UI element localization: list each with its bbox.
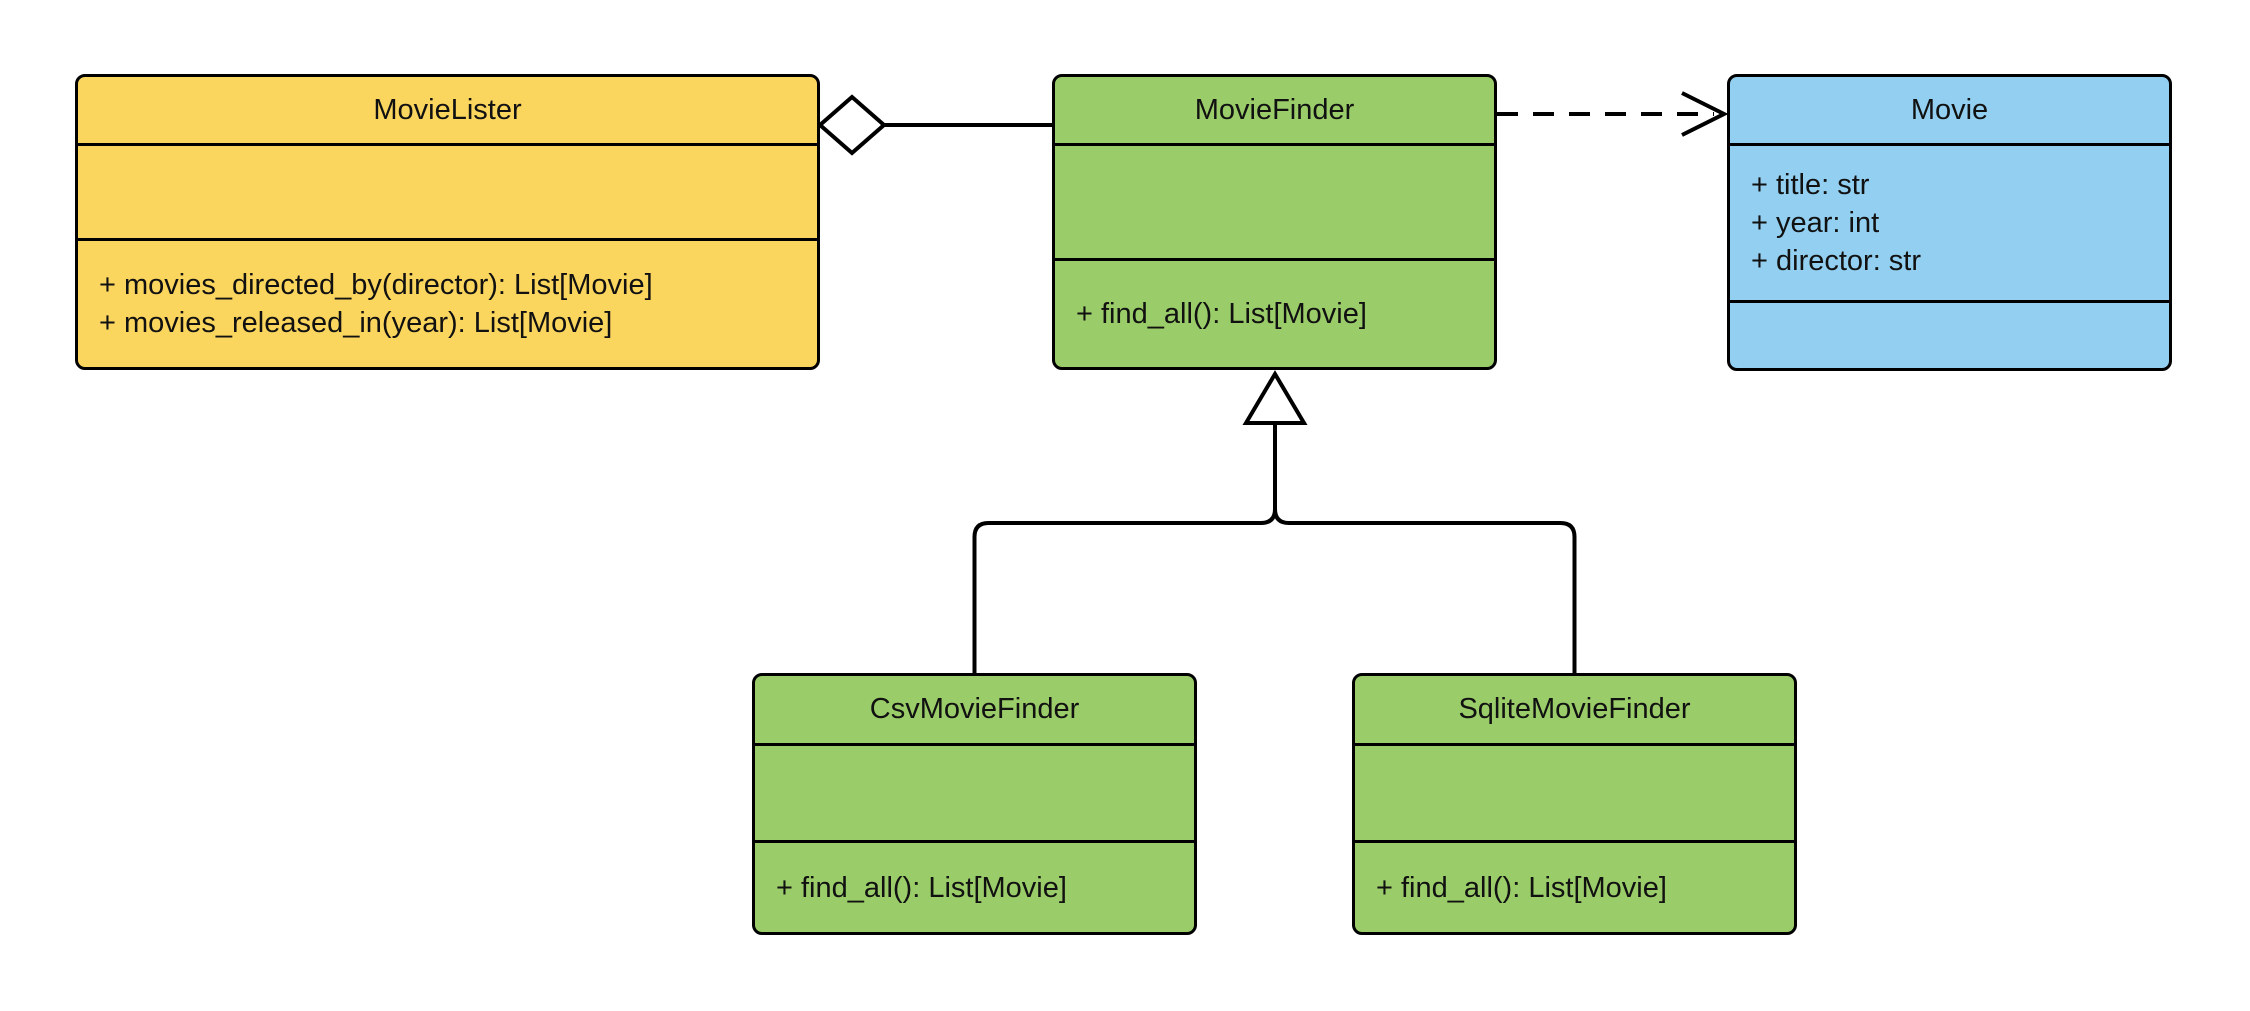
class-box-csvmoviefinder: CsvMovieFinder + find_all(): List[Movie]: [752, 673, 1197, 935]
class-attributes: [1055, 143, 1494, 258]
class-member: + find_all(): List[Movie]: [776, 871, 1067, 904]
aggregation-connector: [816, 94, 1052, 156]
dependency-connector: [1497, 91, 1729, 137]
class-methods: + movies_directed_by(director): List[Mov…: [78, 238, 817, 367]
class-member: + director: str: [1751, 245, 1922, 277]
class-methods: + find_all(): List[Movie]: [1055, 258, 1494, 367]
class-box-movielister: MovieLister + movies_directed_by(directo…: [75, 74, 820, 370]
class-methods: + find_all(): List[Movie]: [755, 840, 1194, 932]
class-methods: [1730, 300, 2169, 368]
class-title: CsvMovieFinder: [869, 693, 1080, 725]
class-methods: + find_all(): List[Movie]: [1355, 840, 1794, 932]
class-attributes: [755, 743, 1194, 840]
class-member: + title: str: [1751, 169, 1870, 201]
inheritance-triangle-icon: [1242, 370, 1308, 425]
class-attributes: [1355, 743, 1794, 840]
class-title: MovieFinder: [1194, 93, 1355, 126]
class-attributes: + title: str + year: int + director: str: [1730, 143, 2169, 300]
class-title: MovieLister: [373, 93, 522, 126]
class-attributes: [78, 143, 817, 238]
class-member: + movies_released_in(year): List[Movie]: [99, 307, 613, 339]
class-title: SqliteMovieFinder: [1458, 693, 1691, 725]
class-box-moviefinder: MovieFinder + find_all(): List[Movie]: [1052, 74, 1497, 370]
class-box-sqlitemoviefinder: SqliteMovieFinder + find_all(): List[Mov…: [1352, 673, 1797, 935]
class-member: + find_all(): List[Movie]: [1076, 298, 1367, 330]
inheritance-connector: [972, 370, 1577, 673]
dependency-arrowhead-icon: [1681, 91, 1729, 137]
aggregation-diamond-icon: [816, 94, 888, 156]
class-title: Movie: [1910, 93, 1989, 126]
class-member: + find_all(): List[Movie]: [1376, 871, 1667, 904]
class-box-movie: Movie + title: str + year: int + directo…: [1727, 74, 2172, 371]
class-member: + year: int: [1751, 207, 1880, 239]
class-member: + movies_directed_by(director): List[Mov…: [99, 269, 653, 301]
